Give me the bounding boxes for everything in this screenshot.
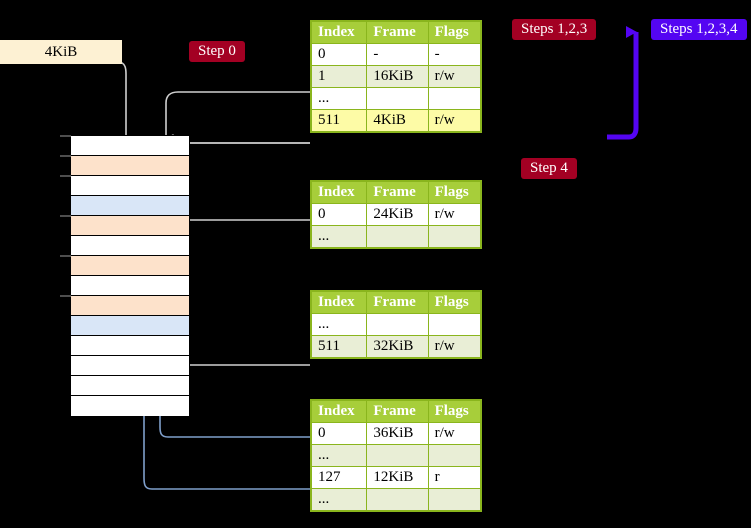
- memory-row: [71, 276, 189, 296]
- cell-index: ...: [310, 87, 368, 110]
- cell-flags: r/w: [427, 109, 482, 132]
- cell-frame: [366, 444, 429, 467]
- table-row[interactable]: ...: [310, 313, 482, 336]
- cell-flags: r/w: [427, 203, 482, 226]
- cell-index: ...: [310, 488, 368, 511]
- table-header-row: Index Frame Flags: [310, 21, 482, 44]
- cell-index: 0: [310, 43, 368, 66]
- cell-frame: 24KiB: [366, 203, 429, 226]
- cell-frame: -: [366, 43, 429, 66]
- memory-row: [71, 296, 189, 316]
- cell-frame: [366, 225, 429, 248]
- page-table-level-3: Index Frame Flags 0 24KiB r/w ...: [310, 180, 482, 249]
- table-row[interactable]: ...: [310, 444, 482, 467]
- column-header-flags: Flags: [427, 21, 482, 44]
- page-table-level-2: Index Frame Flags ... 511 32KiB r/w: [310, 290, 482, 359]
- cell-flags: r/w: [427, 422, 482, 445]
- column-header-frame: Frame: [366, 400, 429, 423]
- column-header-flags: Flags: [427, 400, 482, 423]
- column-header-flags: Flags: [427, 181, 482, 204]
- table-row[interactable]: ...: [310, 225, 482, 248]
- table-row[interactable]: 127 12KiB r: [310, 466, 482, 489]
- cell-frame: 12KiB: [366, 466, 429, 489]
- table-header-row: Index Frame Flags: [310, 291, 482, 314]
- cell-frame: [366, 488, 429, 511]
- table-row[interactable]: ...: [310, 87, 482, 110]
- cell-flags: r: [427, 466, 482, 489]
- page-table-level-4: Index Frame Flags 0 - - 1 16KiB r/w ...: [310, 20, 482, 133]
- cell-index: ...: [310, 444, 368, 467]
- memory-row: [71, 156, 189, 176]
- column-header-flags: Flags: [427, 291, 482, 314]
- cell-index: 1: [310, 65, 368, 88]
- badge-steps-123: Steps 1,2,3: [512, 19, 597, 41]
- column-header-frame: Frame: [366, 21, 429, 44]
- page-table-level-1: Index Frame Flags 0 36KiB r/w ... 127 12…: [310, 399, 482, 512]
- table-header-row: Index Frame Flags: [310, 400, 482, 423]
- badge-steps-1234: Steps 1,2,3,4: [651, 19, 747, 41]
- cell-index: ...: [310, 225, 368, 248]
- cell-flags: [427, 87, 482, 110]
- memory-row: [71, 216, 189, 236]
- cell-flags: [427, 225, 482, 248]
- memory-row: [71, 196, 189, 216]
- table-row[interactable]: 0 - -: [310, 43, 482, 66]
- cell-flags: [427, 488, 482, 511]
- cell-flags: [427, 444, 482, 467]
- table-header-row: Index Frame Flags: [310, 181, 482, 204]
- cell-frame: 32KiB: [366, 335, 429, 358]
- column-header-index: Index: [310, 181, 368, 204]
- table-row[interactable]: 0 24KiB r/w: [310, 203, 482, 226]
- cell-frame: [366, 313, 429, 336]
- cell-flags: r/w: [427, 65, 482, 88]
- badge-step-0: Step 0: [189, 41, 245, 63]
- column-header-frame: Frame: [366, 291, 429, 314]
- memory-row: [71, 256, 189, 276]
- table-row[interactable]: ...: [310, 488, 482, 511]
- cell-flags: r/w: [427, 335, 482, 358]
- memory-row: [71, 376, 189, 396]
- table-row[interactable]: 0 36KiB r/w: [310, 422, 482, 445]
- table-row[interactable]: 511 32KiB r/w: [310, 335, 482, 358]
- cell-index: 0: [310, 203, 368, 226]
- column-header-index: Index: [310, 400, 368, 423]
- cell-frame: 36KiB: [366, 422, 429, 445]
- memory-row: [71, 136, 189, 156]
- cell-index: 511: [310, 109, 368, 132]
- cell-index: 511: [310, 335, 368, 358]
- table-row[interactable]: 1 16KiB r/w: [310, 65, 482, 88]
- cell-frame: 4KiB: [366, 109, 429, 132]
- cell-frame: [366, 87, 429, 110]
- cell-flags: -: [427, 43, 482, 66]
- cell-flags: [427, 313, 482, 336]
- physical-memory-block: [70, 135, 190, 416]
- memory-row: [71, 396, 189, 416]
- memory-row: [71, 336, 189, 356]
- memory-row: [71, 236, 189, 256]
- table-row-highlighted[interactable]: 511 4KiB r/w: [310, 109, 482, 132]
- cell-frame: 16KiB: [366, 65, 429, 88]
- cell-index: 127: [310, 466, 368, 489]
- column-header-frame: Frame: [366, 181, 429, 204]
- memory-row: [71, 316, 189, 336]
- cell-index: 0: [310, 422, 368, 445]
- memory-row: [71, 356, 189, 376]
- column-header-index: Index: [310, 291, 368, 314]
- size-label-4kib: 4KiB: [0, 40, 122, 64]
- memory-row: [71, 176, 189, 196]
- cell-index: ...: [310, 313, 368, 336]
- column-header-index: Index: [310, 21, 368, 44]
- badge-step-4: Step 4: [521, 158, 577, 180]
